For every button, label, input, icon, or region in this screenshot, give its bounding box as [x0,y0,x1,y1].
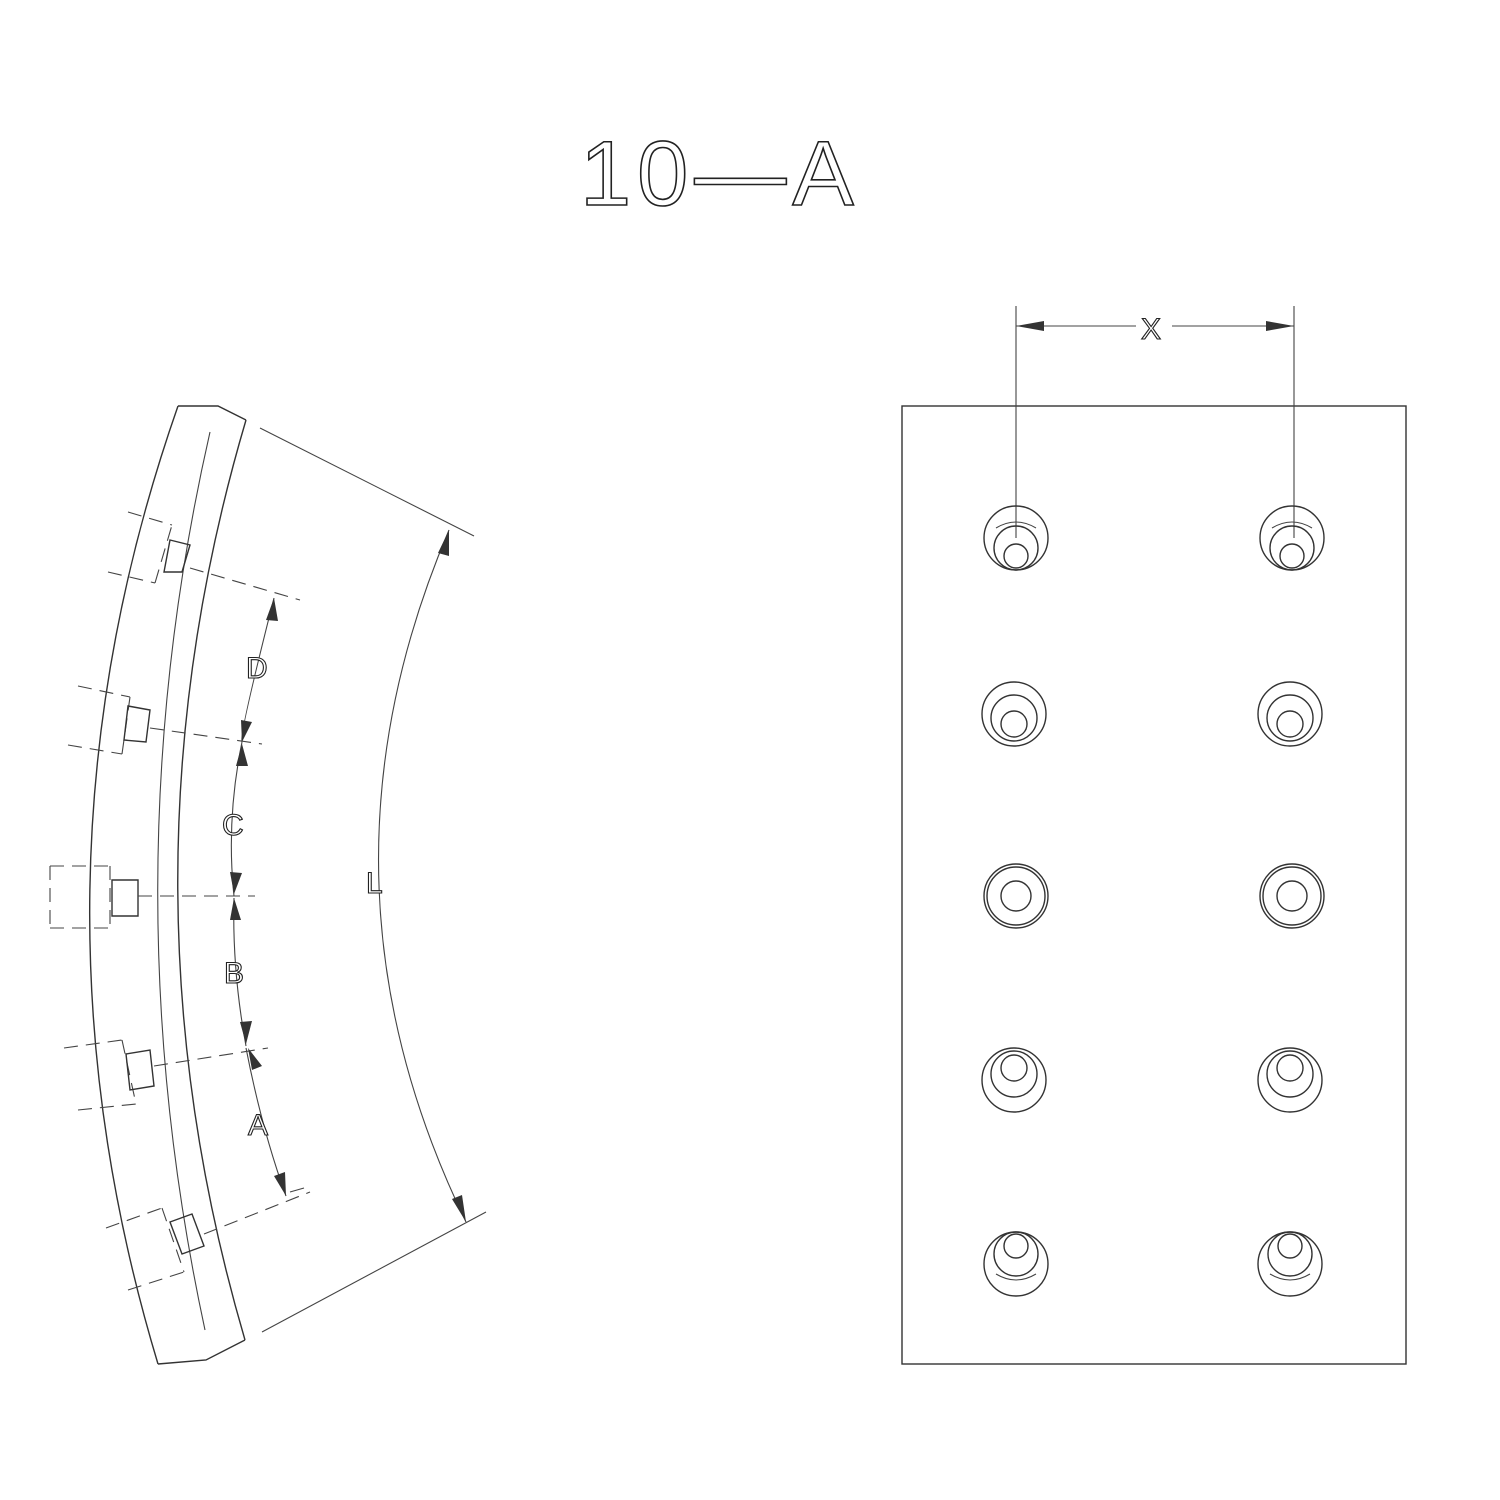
rivet-2 [67,685,263,755]
lining-bottom-end [157,1339,246,1365]
dim-label-a: A [248,1109,268,1142]
lining-outer-arc [88,405,179,1365]
side-view: D C B A L [49,405,487,1365]
rivet-hole [981,681,1047,747]
dim-label-c: C [222,809,244,842]
arc-length-dimension [259,427,487,1333]
x-dimension [1015,306,1295,538]
dim-label-x: X [1141,313,1161,346]
dim-label-l: L [366,867,383,900]
rivet-hole [1257,1047,1323,1113]
spacing-dimensions [230,597,305,1197]
rivet-3 [49,865,255,929]
dim-label-b: B [224,957,244,990]
rivet-hole [981,1047,1047,1113]
rivet-hole [1259,505,1325,571]
rivet-hole [983,863,1049,929]
drawing-title: 10—A [580,123,860,225]
lining-top-end [178,405,247,421]
rivet-hole [983,1231,1049,1297]
plan-view: X [901,306,1407,1365]
rivet-5 [105,1191,311,1291]
rivet-1 [107,511,301,601]
lining-outline [901,405,1407,1365]
rivet-hole [1257,1231,1323,1297]
dim-label-d: D [246,652,268,685]
rivet-hole [983,505,1049,571]
rivet-hole [1257,681,1323,747]
rivet-hole [1259,863,1325,929]
lining-inner-arc [177,419,247,1341]
